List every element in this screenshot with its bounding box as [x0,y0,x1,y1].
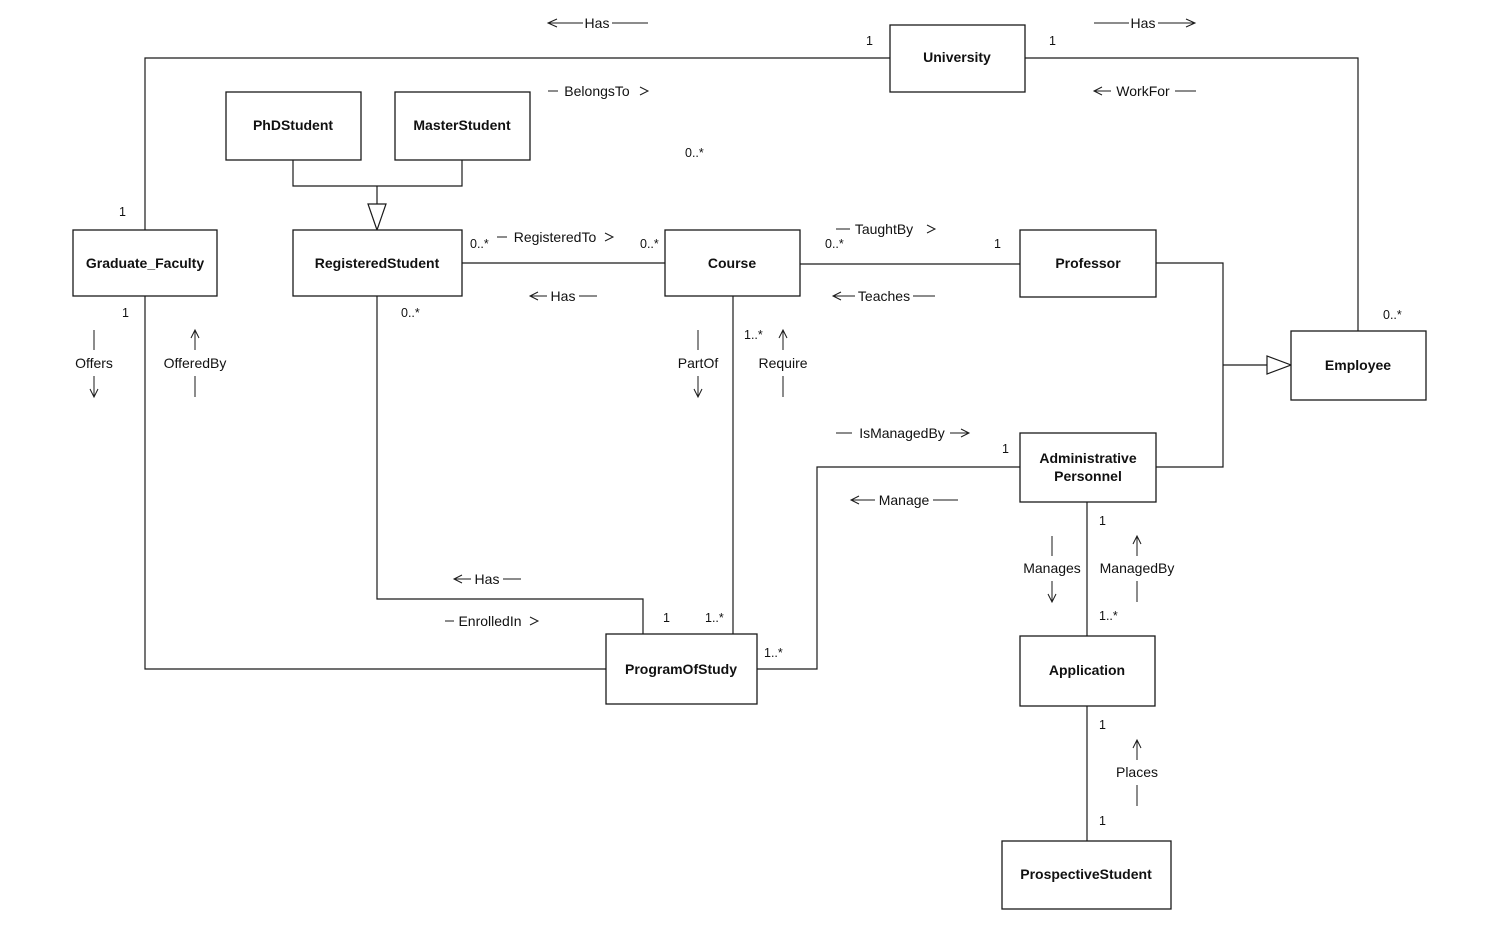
class-name-course: Course [708,255,756,271]
label-work-for: WorkFor [1116,83,1170,99]
class-name-university: University [923,49,991,65]
class-university: University [889,24,1026,93]
label-places: Places [1116,764,1158,780]
label-has-university-faculty: Has [585,15,610,31]
label-managed-by: ManagedBy [1100,560,1175,576]
label-manages: Manages [1023,560,1081,576]
class-name-administrative-line2: Personnel [1054,468,1122,484]
class-name-administrative-line1: Administrative [1039,450,1136,466]
line-professor-admin-join [1156,262,1224,468]
label-teaches: Teaches [858,288,910,304]
label-belongs-to: BelongsTo [564,83,630,99]
label-has-program-students: Has [475,571,500,587]
label-offered-by: OfferedBy [164,355,227,371]
class-master-student: MasterStudent [394,91,531,161]
mult-program-right: 1..* [764,646,783,660]
mult-university-left: 1 [866,34,873,48]
line-admin-program [757,466,1020,670]
generalization-triangle-employee [1266,355,1293,375]
arrow-down-icon [1047,593,1057,604]
mult-course-bottom: 1..* [744,328,763,342]
label-require: Require [758,355,807,371]
class-application: Application [1019,635,1156,707]
mult-application-bottom: 1 [1099,718,1106,732]
class-graduate-faculty: Graduate_Faculty [72,229,218,297]
class-name-employee: Employee [1325,357,1391,373]
mult-faculty-top: 1 [119,205,126,219]
mult-application-top: 1..* [1099,609,1118,623]
arrow-right-icon [529,616,540,626]
generalization-triangle-registered-student [367,203,387,232]
arrow-right-icon [604,232,615,242]
label-has-course-students: Has [551,288,576,304]
mult-program-course: 1..* [705,611,724,625]
arrow-right-icon [926,224,937,234]
mult-admin-left: 1 [1002,442,1009,456]
class-name-professor: Professor [1055,255,1121,271]
arrow-left-icon [546,18,558,28]
class-name-graduate-faculty: Graduate_Faculty [86,255,204,271]
class-employee: Employee [1290,330,1427,401]
class-course: Course [664,229,801,297]
arrow-right-icon [639,86,650,96]
label-part-of: PartOf [678,355,719,371]
class-administrative-personnel: Administrative Personnel [1019,432,1157,503]
mult-registered-right: 0..* [470,237,489,251]
line-registered-program [376,296,644,634]
mult-registered-bottom: 0..* [401,306,420,320]
mult-professor-left: 1 [994,237,1001,251]
mult-admin-bottom: 1 [1099,514,1106,528]
label-offers: Offers [75,355,113,371]
association-labels: Has Has BelongsTo WorkFor RegisteredTo H… [75,15,1197,806]
arrow-right-icon [960,428,971,438]
label-has-university-employee: Has [1131,15,1156,31]
class-program-of-study: ProgramOfStudy [605,633,758,705]
label-manage: Manage [879,492,930,508]
line-university-graduate-faculty [144,57,890,230]
mult-faculty-bottom: 1 [122,306,129,320]
class-name-registered-student: RegisteredStudent [315,255,440,271]
label-registered-to: RegisteredTo [514,229,597,245]
mult-employees-near-university: 0..* [685,146,704,160]
mult-program-left-top: 1 [663,611,670,625]
line-phd-master-join [292,160,463,187]
line-university-employee [1025,57,1359,331]
label-enrolled-in: EnrolledIn [458,613,521,629]
mult-employee-top: 0..* [1383,308,1402,322]
multiplicities: 1 1 0..* 1 1 0..* 0..* 0..* 1 0..* 1..* … [119,34,1402,828]
class-professor: Professor [1019,229,1157,298]
line-faculty-program [144,296,606,670]
class-registered-student: RegisteredStudent [292,229,463,297]
class-name-prospective-student: ProspectiveStudent [1020,866,1152,882]
mult-course-left: 0..* [640,237,659,251]
label-taught-by: TaughtBy [855,221,913,237]
class-name-master-student: MasterStudent [413,117,511,133]
class-name-phd-student: PhDStudent [253,117,333,133]
mult-prospective-top: 1 [1099,814,1106,828]
mult-university-right: 1 [1049,34,1056,48]
class-name-program-of-study: ProgramOfStudy [625,661,737,677]
label-is-managed-by: IsManagedBy [859,425,945,441]
arrow-right-icon [1185,18,1197,28]
arrow-down-icon [89,388,99,399]
arrow-down-icon [693,388,703,399]
mult-course-right: 0..* [825,237,844,251]
class-prospective-student: ProspectiveStudent [1001,840,1172,910]
class-name-application: Application [1049,662,1125,678]
class-phd-student: PhDStudent [225,91,362,161]
connectors [144,57,1359,841]
